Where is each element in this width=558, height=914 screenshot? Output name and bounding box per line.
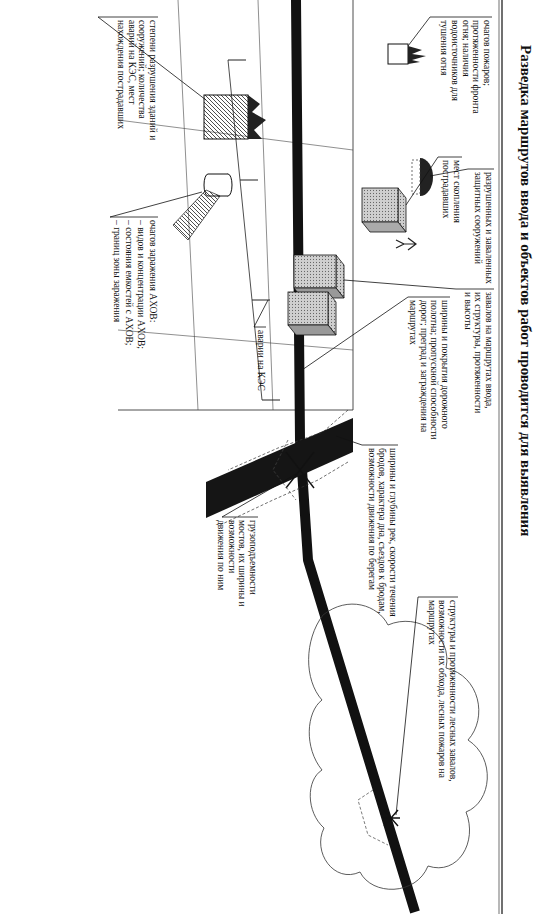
forest-outline (309, 604, 488, 889)
callout-text: очагов заражения АХОВ: (147, 220, 158, 390)
power-pole (240, 180, 258, 181)
leader-line (110, 192, 202, 217)
callout-text: ширины и покрытия дорожного полотна; про… (408, 300, 451, 440)
power-pole (252, 300, 270, 301)
power-pole (262, 400, 280, 401)
detour-path (358, 790, 388, 845)
callout-text: очагов пожаров; протяженности фронта огн… (439, 20, 492, 120)
city-boundary (353, 0, 354, 410)
bridge-symbol (286, 452, 314, 488)
callout-text: степени разрушения зданий и сооружений; … (116, 20, 159, 145)
damage-symbol (248, 95, 266, 139)
leader-line (396, 597, 458, 815)
leader-line (222, 474, 296, 517)
diagram-title: Разведка маршрутов ввода и объектов рабо… (517, 45, 534, 536)
power-pole (228, 60, 246, 61)
frame-line (499, 0, 500, 914)
callout-text: ширины и глубины рек, скорости течения б… (366, 448, 398, 648)
leader-line (336, 436, 398, 445)
frame-line (501, 0, 502, 914)
contamination-plume (173, 190, 220, 240)
fallen-trees (382, 810, 400, 826)
shelter-symbol (412, 160, 420, 194)
damaged-building (204, 95, 248, 139)
callout-text: мест скопления пострадавших (441, 160, 462, 240)
rubble-building (288, 325, 336, 335)
ford-path (273, 440, 296, 500)
shelter-symbol (420, 158, 433, 196)
callout-text: завалов на маршрутах ввода, их структуры… (462, 292, 494, 417)
callout-text: – видов и концентрации АХОВ; (135, 220, 146, 390)
victims-symbol (396, 238, 416, 250)
callout-text: разрушенных и заваленных защитных сооруж… (473, 172, 494, 287)
building-symbol (362, 222, 406, 232)
leader-line (254, 300, 268, 327)
leader-line (344, 280, 494, 289)
fire-symbol (408, 46, 426, 64)
river-bank (218, 462, 348, 526)
rubble-building (294, 255, 336, 288)
callout-text: аварии на КЭС (255, 330, 266, 420)
callout-text: структуры и протяженности лесных завалов… (426, 600, 458, 815)
building-symbol (362, 188, 398, 222)
city-boundary (118, 410, 353, 411)
bridge-symbol (286, 452, 314, 488)
callout-text: грузоподъемности мостов, их ширины и воз… (216, 520, 259, 615)
barrel-symbol (388, 44, 408, 64)
rubble-building (288, 292, 328, 325)
callout-text: – состояния емкостей с АХОВ; (123, 220, 134, 390)
callout-text: – границ зоны заражения (111, 220, 122, 390)
river (206, 418, 353, 518)
